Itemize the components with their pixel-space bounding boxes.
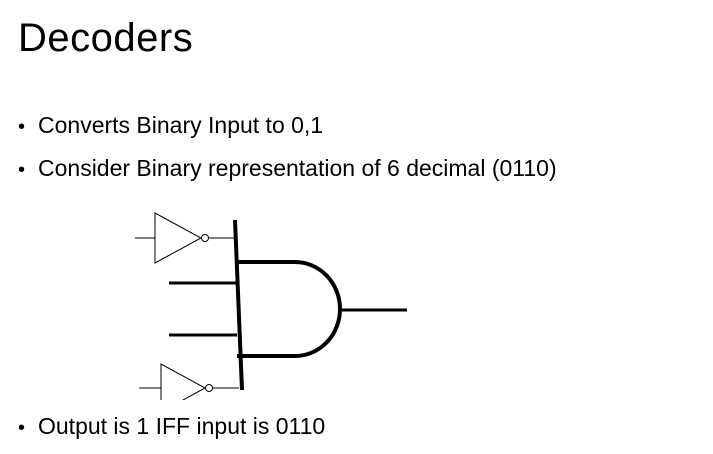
slide-title: Decoders xyxy=(18,16,194,60)
bullet-item-converts: • Converts Binary Input to 0,1 xyxy=(18,110,323,142)
decoder-circuit-diagram xyxy=(135,212,407,400)
bullet-item-consider: • Consider Binary representation of 6 dec… xyxy=(18,153,557,185)
bullet-text: Consider Binary representation of 6 deci… xyxy=(38,155,557,181)
bullet-glyph: • xyxy=(18,417,26,439)
bullet-glyph: • xyxy=(18,159,26,181)
and-gate-icon xyxy=(237,260,342,358)
bullet-text: Output is 1 IFF input is 0110 xyxy=(38,413,326,439)
inverter-icon xyxy=(139,363,239,400)
bullet-glyph: • xyxy=(18,116,26,138)
bullet-item-output: • Output is 1 IFF input is 0110 xyxy=(18,411,325,443)
gate-input-bar xyxy=(233,219,244,391)
inverter-icon xyxy=(135,212,235,264)
bullet-text: Converts Binary Input to 0,1 xyxy=(38,112,324,138)
